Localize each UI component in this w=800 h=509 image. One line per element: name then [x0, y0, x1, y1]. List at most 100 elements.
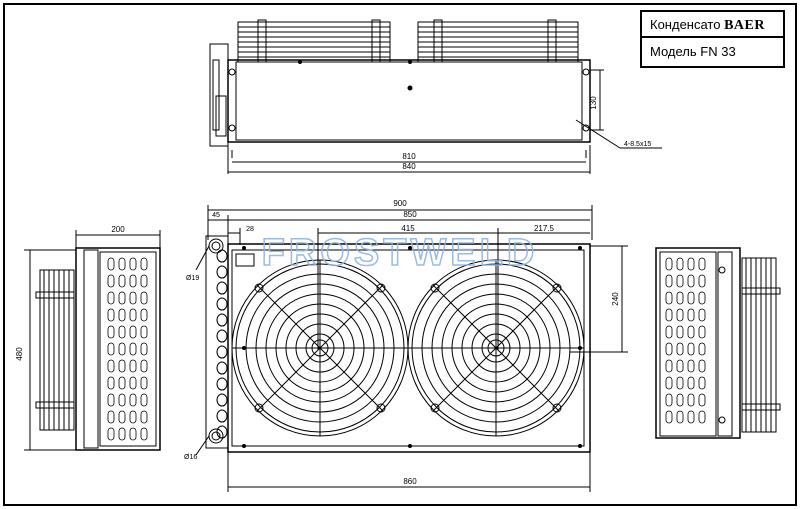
- plate-slot: [676, 308, 684, 322]
- plate-slot: [107, 427, 115, 441]
- front-view: [195, 205, 628, 492]
- plate-slot: [665, 325, 673, 339]
- plate-slot: [687, 291, 695, 305]
- plate-slot: [665, 410, 673, 424]
- top-hole-note: 4-8.5x15: [624, 141, 651, 148]
- plate-slot: [698, 325, 706, 339]
- top-dim-outer-width: 840: [402, 162, 416, 171]
- title-block: Конденсато BAER Модель FN 33: [640, 10, 785, 68]
- plate-slot: [107, 376, 115, 390]
- front-dim-45: 45: [212, 212, 220, 219]
- drawing-border: [3, 3, 797, 506]
- plate-slot: [687, 342, 695, 356]
- plate-slot: [665, 393, 673, 407]
- plate-slot: [107, 257, 115, 271]
- plate-slot: [676, 410, 684, 424]
- plate-slot: [140, 291, 148, 305]
- plate-slot: [107, 325, 115, 339]
- plate-slot: [118, 291, 126, 305]
- top-dim-height: 130: [589, 96, 598, 110]
- plate-slot: [140, 393, 148, 407]
- plate-slot: [118, 308, 126, 322]
- plate-slot: [129, 342, 137, 356]
- plate-slot: [676, 257, 684, 271]
- plate-slot: [118, 427, 126, 441]
- plate-slot: [140, 325, 148, 339]
- plate-slot: [140, 427, 148, 441]
- plate-slot: [140, 274, 148, 288]
- fan-left: [231, 259, 409, 437]
- side-dim-width: 200: [111, 225, 125, 234]
- plate-slot: [129, 410, 137, 424]
- plate-slot: [129, 427, 137, 441]
- plate-slot: [687, 325, 695, 339]
- top-fan-guard-left: [237, 19, 391, 63]
- plate-slot: [129, 257, 137, 271]
- plate-slot: [665, 257, 673, 271]
- title-model-row: Модель FN 33: [650, 44, 736, 59]
- plate-slot: [687, 410, 695, 424]
- plate-slot: [687, 359, 695, 373]
- pipe-label-bottom: Ø16: [184, 454, 197, 461]
- plate-slot: [698, 342, 706, 356]
- left-side-view: [24, 230, 161, 451]
- top-dim-inner-width: 810: [402, 152, 416, 161]
- left-side-slots: [107, 257, 148, 441]
- pipe-label-top: Ø19: [186, 275, 199, 282]
- plate-slot: [687, 308, 695, 322]
- front-dim-bottom: 860: [403, 477, 417, 486]
- front-dim-2175: 217.5: [534, 224, 555, 233]
- plate-slot: [665, 308, 673, 322]
- plate-slot: [118, 257, 126, 271]
- plate-slot: [687, 257, 695, 271]
- coil-tubes: [216, 249, 228, 439]
- plate-slot: [698, 274, 706, 288]
- plate-slot: [676, 359, 684, 373]
- watermark-text: FROSTWELD: [262, 232, 539, 274]
- plate-slot: [698, 257, 706, 271]
- plate-slot: [129, 376, 137, 390]
- side-dim-height: 480: [15, 347, 24, 361]
- plate-slot: [129, 359, 137, 373]
- front-dim-415: 415: [401, 224, 415, 233]
- plate-slot: [676, 342, 684, 356]
- title-brand: BAER: [724, 18, 765, 33]
- plate-slot: [665, 342, 673, 356]
- plate-slot: [676, 325, 684, 339]
- plate-slot: [665, 274, 673, 288]
- plate-slot: [118, 376, 126, 390]
- plate-slot: [676, 274, 684, 288]
- plate-slot: [698, 393, 706, 407]
- plate-slot: [665, 291, 673, 305]
- fan-right: [407, 259, 585, 437]
- right-side-slots: [665, 257, 706, 424]
- plate-slot: [107, 393, 115, 407]
- front-dim-240: 240: [611, 292, 620, 306]
- plate-slot: [107, 342, 115, 356]
- plate-slot: [698, 291, 706, 305]
- right-side-view: [655, 247, 781, 439]
- plate-slot: [118, 393, 126, 407]
- front-dim-28: 28: [246, 226, 254, 233]
- plate-slot: [676, 393, 684, 407]
- plate-slot: [129, 325, 137, 339]
- plate-slot: [118, 274, 126, 288]
- plate-slot: [676, 291, 684, 305]
- plate-slot: [118, 410, 126, 424]
- plate-slot: [140, 376, 148, 390]
- plate-slot: [687, 274, 695, 288]
- front-dim-850: 850: [403, 210, 417, 219]
- plate-slot: [107, 359, 115, 373]
- plate-slot: [129, 308, 137, 322]
- plate-slot: [107, 274, 115, 288]
- top-fan-guard-right: [417, 19, 579, 63]
- plate-slot: [140, 342, 148, 356]
- plate-slot: [107, 291, 115, 305]
- plate-slot: [107, 308, 115, 322]
- plate-slot: [698, 359, 706, 373]
- plate-slot: [665, 376, 673, 390]
- plate-slot: [118, 359, 126, 373]
- plate-slot: [698, 410, 706, 424]
- plate-slot: [118, 342, 126, 356]
